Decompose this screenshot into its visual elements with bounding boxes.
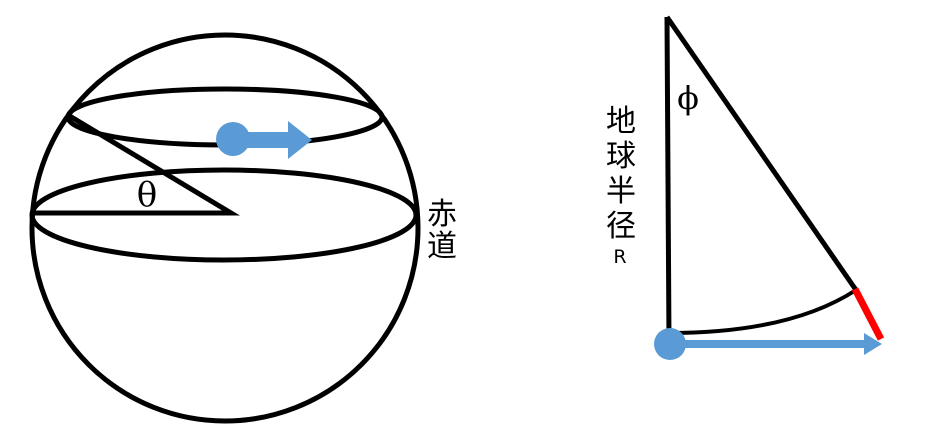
radius-label-char-3: 半 [606,174,636,209]
radius-figure: ϕ 地 球 半 径 R [606,15,885,360]
arrow-shaft [670,340,866,348]
equator-label-char-2: 道 [427,229,457,264]
sphere-figure: θ 赤 道 [29,32,457,424]
point-marker [216,122,250,156]
radius-symbol: R [613,246,626,268]
point-marker [654,328,686,360]
velocity-arrow-latitude [216,121,312,159]
arrow-head [288,121,312,159]
radius-label-char-2: 球 [606,139,636,174]
equator-label-char-1: 赤 [427,197,457,232]
arrow-head [864,333,882,355]
radius-label-char-1: 地 [606,104,636,139]
tilted-radius-line [664,15,859,292]
radius-label-char-4: 径 [606,209,636,244]
theta-angle-lines [35,112,241,216]
height-difference-segment [851,287,885,341]
arc-curve [668,288,858,335]
earth-radius-line [664,16,672,343]
equator-circle [29,167,419,263]
phi-label: ϕ [677,79,699,117]
velocity-arrow-tangent [654,328,882,360]
theta-label: θ [137,175,157,215]
sphere-outline [29,32,421,424]
